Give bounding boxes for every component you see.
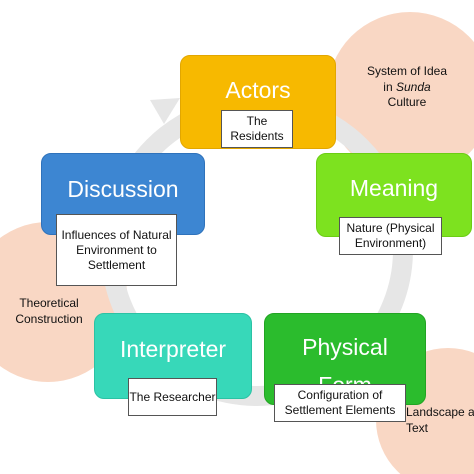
physical-form-label-line1: Physical [302, 334, 388, 360]
interpreter-detail: The Researcher [129, 389, 216, 404]
interpreter-label: Interpreter [119, 336, 227, 362]
meaning-label: Meaning [349, 175, 439, 201]
actors-detail-box: The Residents [221, 110, 293, 148]
interpreter-node: Interpreter [94, 313, 252, 399]
system-of-idea-line2-italic: Sunda [395, 79, 431, 94]
physical-form-detail: Configuration of Settlement Elements [284, 388, 396, 417]
landscape-as-text-annotation: Landscape as Text [406, 405, 474, 435]
system-of-idea-line1: System of Idea [366, 64, 448, 78]
actors-label: Actors [225, 77, 291, 103]
physical-form-detail-box: Configuration of Settlement Elements [274, 384, 406, 422]
discussion-detail: Influences of Natural Environment to Set… [61, 227, 172, 272]
meaning-detail-box: Nature (Physical Environment) [339, 217, 442, 255]
discussion-label: Discussion [67, 176, 179, 202]
theoretical-construction-annotation: Theoretical Construction [15, 296, 83, 326]
system-of-idea-line2: in Sunda [352, 80, 462, 96]
system-of-idea-line3: Culture [387, 95, 427, 110]
interpreter-detail-box: The Researcher [128, 378, 217, 416]
meaning-detail: Nature (Physical Environment) [346, 221, 435, 250]
cycle-arrowhead-upper-left [150, 98, 180, 124]
system-of-idea-annotation: System of Idea in Sunda Culture [352, 64, 462, 111]
actors-detail: The Residents [230, 114, 284, 143]
system-of-idea-line2-prefix: in [383, 79, 396, 94]
discussion-detail-box: Influences of Natural Environment to Set… [56, 214, 177, 286]
